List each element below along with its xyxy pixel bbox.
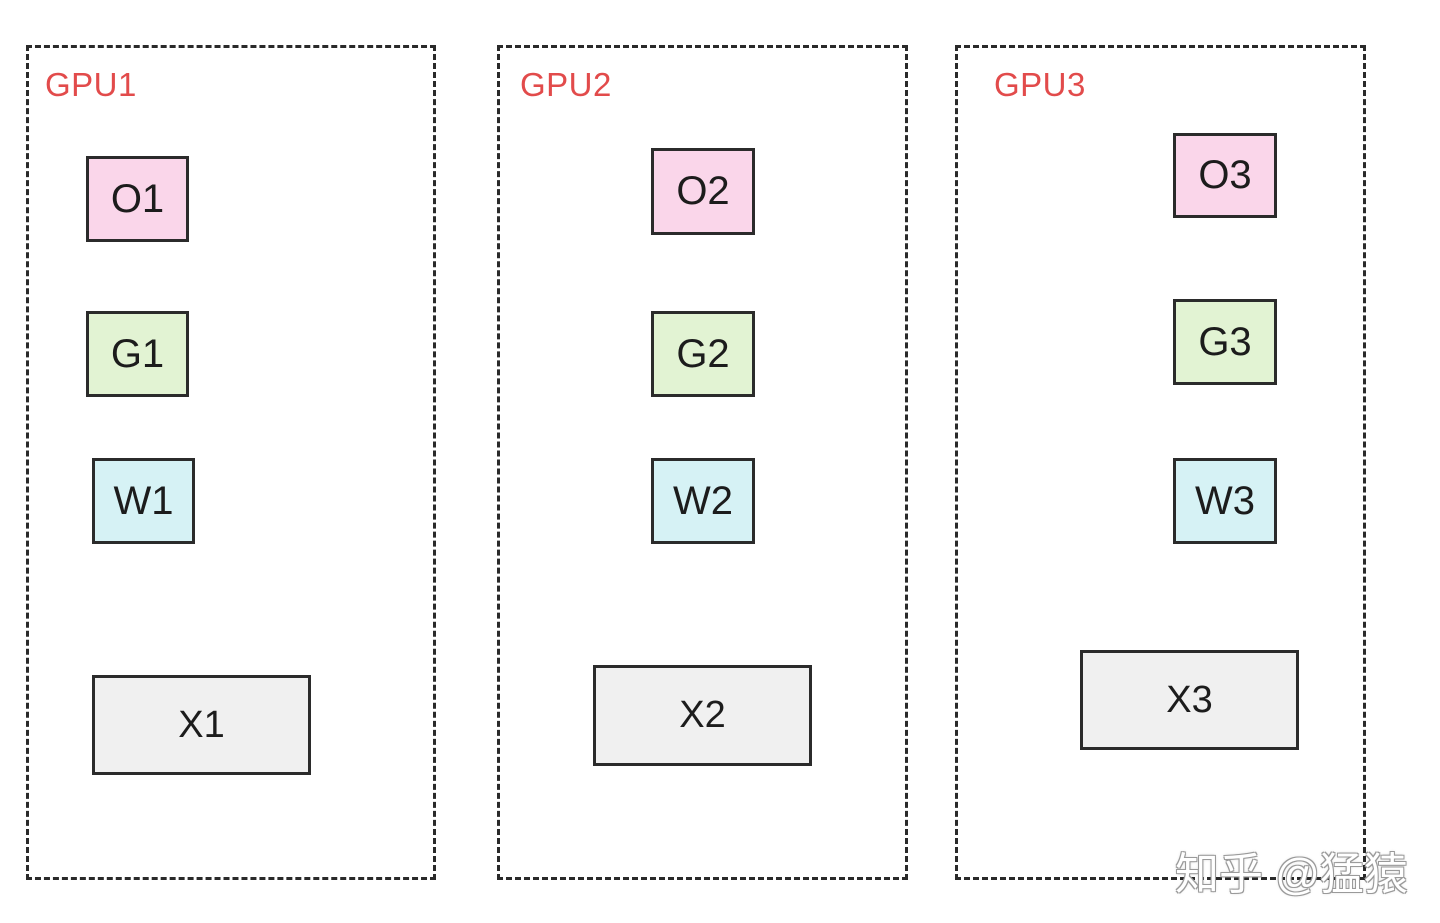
gpu2-gradient-block: G2 <box>651 311 755 397</box>
gpu3-label: GPU3 <box>994 66 1086 103</box>
gpu2-activation-block: X2 <box>593 665 812 766</box>
gpu3-weight-block: W3 <box>1173 458 1277 544</box>
gpu3-panel <box>955 45 1366 880</box>
gpu1-label: GPU1 <box>45 66 137 103</box>
gpu3-gradient-block: G3 <box>1173 299 1277 385</box>
gpu2-label: GPU2 <box>520 66 612 103</box>
gpu1-panel <box>26 45 436 880</box>
gpu2-panel <box>497 45 908 880</box>
gpu1-gradient-block: G1 <box>86 311 189 397</box>
gpu2-optimizer-block: O2 <box>651 148 755 235</box>
gpu3-activation-block: X3 <box>1080 650 1299 750</box>
gpu1-weight-block: W1 <box>92 458 195 544</box>
gpu1-activation-block: X1 <box>92 675 311 775</box>
zhihu-watermark: 知乎 @猛猿 <box>1175 850 1408 899</box>
gpu2-weight-block: W2 <box>651 458 755 544</box>
gpu1-optimizer-block: O1 <box>86 156 189 242</box>
gpu3-optimizer-block: O3 <box>1173 133 1277 218</box>
